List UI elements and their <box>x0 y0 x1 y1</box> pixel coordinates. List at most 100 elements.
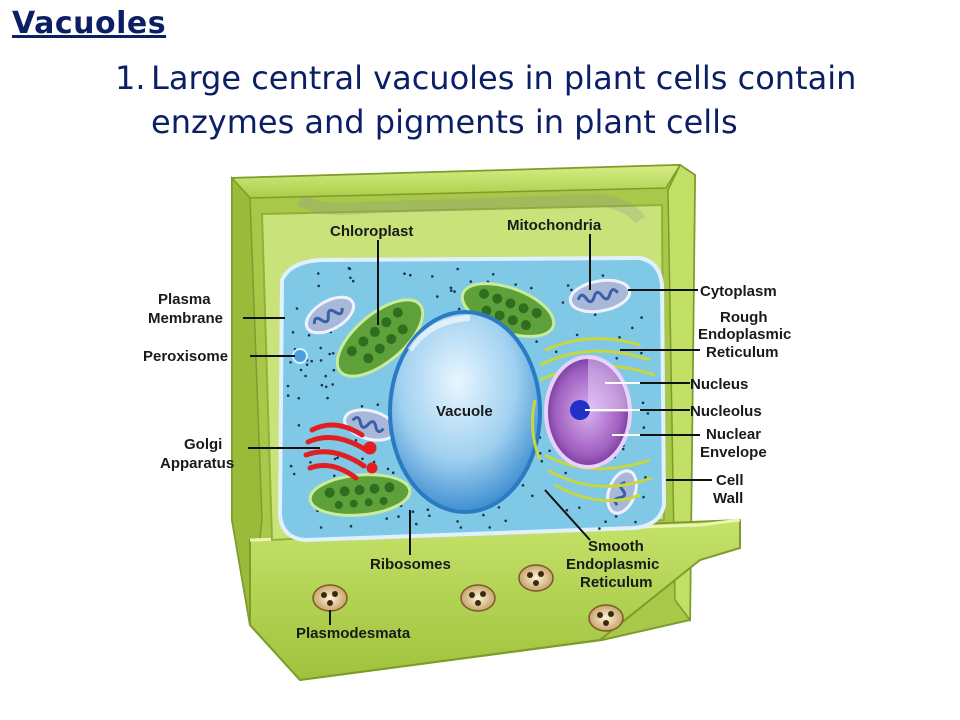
label-nuclear-envelope-1: Nuclear <box>706 426 761 443</box>
ribosome-dot <box>618 336 621 339</box>
ribosome-dot <box>601 274 605 277</box>
ribosome-dot <box>456 267 460 271</box>
ribosome-dot <box>328 352 332 356</box>
ribosome-dot <box>331 352 335 355</box>
label-rough-er-3: Reticulum <box>706 344 779 361</box>
ribosome-dot <box>289 361 292 364</box>
slide-title: Vacuoles <box>12 6 167 41</box>
ribosome-dot <box>286 394 290 397</box>
ribosome-dot <box>391 471 395 475</box>
bullet-line-2: enzymes and pigments in plant cells <box>151 103 738 141</box>
ribosome-dot <box>436 295 439 298</box>
ribosome-dot <box>593 313 597 317</box>
label-vacuole: Vacuole <box>436 403 493 420</box>
ribosome-dot <box>426 508 430 512</box>
ribosome-dot <box>548 449 551 453</box>
ribosome-dot <box>456 520 459 523</box>
ribosome-dot <box>286 384 290 388</box>
ribosome-dot <box>634 520 637 524</box>
ribosome-dot <box>644 476 647 479</box>
ribosome-dot <box>324 385 328 389</box>
label-chloroplast: Chloroplast <box>330 223 413 240</box>
ribosome-dot <box>531 494 534 498</box>
label-golgi-2: Apparatus <box>160 455 234 472</box>
golgi-apparatus <box>303 422 378 481</box>
ribosome-dot <box>289 464 293 468</box>
ribosome-dot <box>349 524 353 528</box>
ribosome-dot <box>642 495 645 499</box>
ribosome-dot <box>578 506 581 510</box>
ribosome-dot <box>305 363 309 367</box>
mitochondrion-1 <box>304 295 356 335</box>
ribosome-dot <box>566 284 570 287</box>
ribosome-dot <box>504 519 508 523</box>
ribosome-dot <box>361 457 364 461</box>
label-plasmodesmata: Plasmodesmata <box>296 625 411 642</box>
label-plasma-membrane-2: Membrane <box>148 310 223 327</box>
ribosome-dot <box>299 368 303 372</box>
ribosome-dot <box>450 289 453 292</box>
ribosome-dot <box>292 472 296 476</box>
ribosome-dot <box>332 368 336 372</box>
ribosome-dot <box>640 351 643 355</box>
ribosome-dot <box>376 403 380 407</box>
label-plasma-membrane-1: Plasma <box>158 291 211 308</box>
chloroplast-1 <box>335 298 425 378</box>
label-smooth-er-1: Smooth <box>588 538 644 555</box>
ribosome-dot <box>491 273 495 276</box>
chloroplast-3 <box>308 473 412 517</box>
ribosome-dot <box>431 275 434 278</box>
ribosome-dot <box>640 316 643 319</box>
ribosome-dot <box>457 307 461 311</box>
ribosome-dot <box>570 288 573 292</box>
label-peroxisome: Peroxisome <box>143 348 228 365</box>
ribosome-dot <box>320 383 324 387</box>
ribosome-dot <box>488 526 492 529</box>
ribosome-dot <box>621 447 625 451</box>
ribosome-dot <box>642 426 646 429</box>
ribosome-dot <box>354 439 358 442</box>
ribosome-dot <box>631 326 634 330</box>
ribosome-dot <box>331 383 335 386</box>
ribosome-dot <box>336 456 339 460</box>
ribosome-dot <box>428 514 431 518</box>
diagram-labels: Chloroplast Mitochondria Plasma Membrane… <box>143 217 791 642</box>
label-ribosomes: Ribosomes <box>370 556 451 573</box>
ribosome-dot <box>360 405 364 408</box>
ribosome-dot <box>497 506 501 509</box>
ribosome-dot <box>291 331 295 334</box>
vacuole <box>388 310 542 514</box>
plasmodesmata-pores <box>312 564 624 632</box>
ribosome-dot <box>309 461 312 464</box>
ribosome-dot <box>385 517 389 520</box>
label-smooth-er-2: Endoplasmic <box>566 556 659 573</box>
label-cytoplasm: Cytoplasm <box>700 283 777 300</box>
ribosome-dot <box>469 280 473 283</box>
ribosome-dot <box>304 374 307 378</box>
ribosome-dot <box>459 526 463 529</box>
ribosome-dot <box>333 457 337 461</box>
leader-lines <box>243 234 712 625</box>
ribosome-dot <box>514 283 517 286</box>
ribosome-dot <box>575 333 579 337</box>
ribosome-dot <box>614 515 618 518</box>
ribosome-dot <box>319 526 323 529</box>
label-mitochondria: Mitochondria <box>507 217 602 234</box>
ribosome-dot <box>615 357 618 360</box>
ribosome-dot <box>397 515 400 518</box>
ribosome-dot <box>641 401 645 405</box>
ribosome-dot <box>351 279 355 283</box>
ribosome-dot <box>530 286 533 290</box>
ribosome-dot <box>349 276 352 280</box>
ribosome-dot <box>403 272 406 276</box>
label-nucleus: Nucleus <box>690 376 748 393</box>
label-smooth-er-3: Reticulum <box>580 574 653 591</box>
ribosome-dot <box>538 452 542 455</box>
ribosome-dot <box>307 334 311 337</box>
ribosome-dot <box>297 396 301 400</box>
ribosome-dot <box>386 467 390 471</box>
ribosome-dot <box>297 424 301 427</box>
ribosome-dot <box>348 267 352 271</box>
ribosome-dot <box>409 273 412 277</box>
ribosome-dot <box>646 412 650 415</box>
